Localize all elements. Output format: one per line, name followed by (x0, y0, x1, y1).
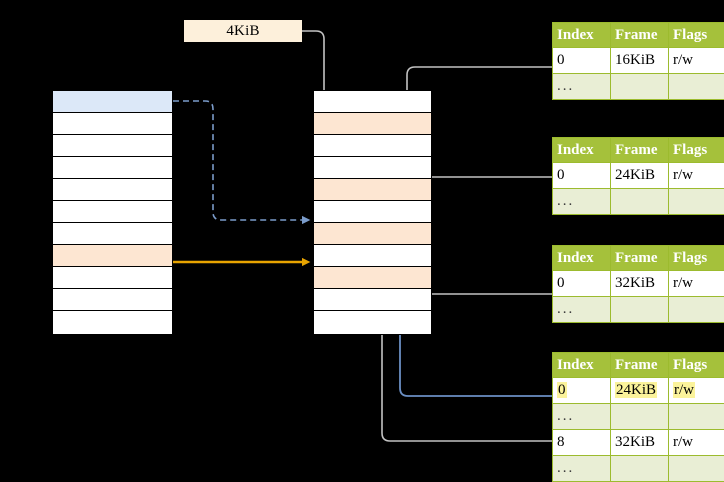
cell-flags (668, 188, 724, 215)
physical-frame-cell (314, 179, 431, 202)
column-header-index: Index (552, 22, 611, 48)
wire-table3-to-frame (416, 265, 552, 295)
column-header-frame: Frame (610, 137, 669, 163)
cell-frame: 32KiB (610, 270, 669, 297)
physical-frame-cell (314, 91, 431, 114)
table-ellipsis-row: ... (552, 296, 724, 323)
table-ellipsis-row: ... (552, 403, 724, 430)
cell-flags (668, 73, 724, 100)
cell-index: 8 (552, 429, 611, 456)
virtual-address-space-column (52, 90, 173, 335)
physical-frame-cell (314, 223, 431, 246)
virtual-page-cell (53, 223, 172, 246)
column-header-index: Index (552, 137, 611, 163)
physical-frame-cell (314, 245, 431, 268)
column-header-flags: Flags (668, 137, 724, 163)
physical-memory-column (313, 90, 432, 335)
cell-flags: r/w (668, 47, 724, 74)
virtual-page-cell (53, 179, 172, 202)
cell-frame (610, 188, 669, 215)
virtual-page-cell (53, 201, 172, 224)
virtual-page-cell (53, 157, 172, 180)
table-ellipsis-row: ... (552, 455, 724, 482)
column-header-frame: Frame (610, 352, 669, 378)
cell-flags: r/w (668, 162, 724, 189)
cell-index: 0 (552, 47, 611, 74)
cell-index: ... (552, 455, 611, 482)
column-header-index: Index (552, 245, 611, 271)
column-header-frame: Frame (610, 22, 669, 48)
cell-flags: r/w (668, 270, 724, 297)
cell-flags (668, 455, 724, 482)
physical-frame-cell (314, 157, 431, 180)
cell-index: 0 (552, 270, 611, 297)
cell-frame (610, 73, 669, 100)
column-header-frame: Frame (610, 245, 669, 271)
column-header-index: Index (552, 352, 611, 378)
wire-vaddr-to-frame-dashed (173, 100, 311, 225)
physical-frame-cell (314, 135, 431, 158)
cell-index: ... (552, 188, 611, 215)
virtual-page-cell (53, 245, 172, 268)
cell-frame (610, 296, 669, 323)
highlighted-value: 24KiB (615, 382, 658, 398)
wire-table2-to-frame (416, 176, 552, 218)
cell-index: ... (552, 296, 611, 323)
cell-frame (610, 403, 669, 430)
physical-frame-cell (314, 267, 431, 290)
cell-index: 0 (552, 162, 611, 189)
table-ellipsis-row: ... (552, 188, 724, 215)
physical-frame-cell (314, 311, 431, 334)
column-header-flags: Flags (668, 22, 724, 48)
highlighted-value: r/w (673, 382, 695, 398)
physical-frame-cell (314, 201, 431, 224)
physical-frame-cell (314, 113, 431, 136)
cell-frame: 16KiB (610, 47, 669, 74)
table-row: 0 24KiB r/w (552, 377, 724, 404)
physical-frame-cell (314, 289, 431, 312)
cell-frame: 32KiB (610, 429, 669, 456)
column-header-flags: Flags (668, 352, 724, 378)
cell-flags (668, 296, 724, 323)
cell-frame: 24KiB (610, 377, 669, 404)
virtual-page-cell (53, 113, 172, 136)
virtual-page-cell (53, 311, 172, 334)
cell-index: ... (552, 403, 611, 430)
virtual-page-cell (53, 267, 172, 290)
cell-frame (610, 455, 669, 482)
cell-flags: r/w (668, 377, 724, 404)
cell-flags: r/w (668, 429, 724, 456)
cell-index: 0 (552, 377, 611, 404)
cell-flags (668, 403, 724, 430)
column-header-flags: Flags (668, 245, 724, 271)
virtual-page-cell (53, 91, 172, 114)
highlighted-value: 0 (557, 382, 567, 398)
table-ellipsis-row: ... (552, 73, 724, 100)
cell-index: ... (552, 73, 611, 100)
page-size-label: 4KiB (184, 20, 302, 42)
cell-frame: 24KiB (610, 162, 669, 189)
virtual-page-cell (53, 289, 172, 312)
virtual-page-cell (53, 135, 172, 158)
